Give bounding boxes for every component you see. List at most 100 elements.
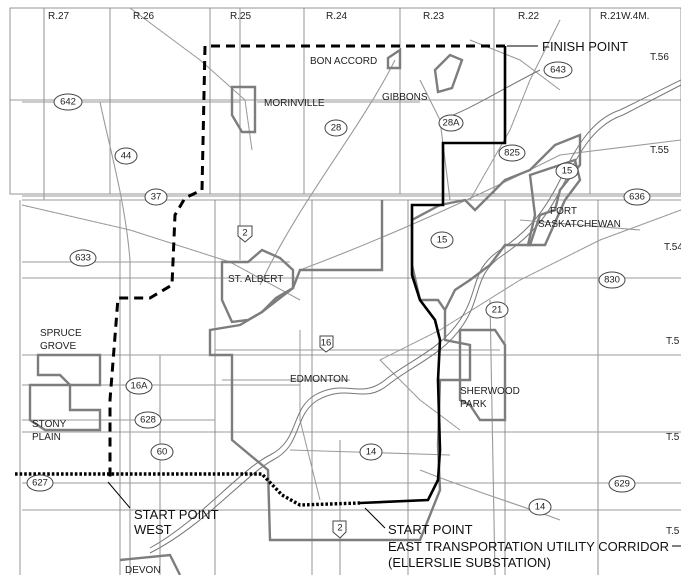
highway-shield-15-south: 15 [430, 231, 454, 249]
finish-point-label: FINISH POINT [542, 39, 628, 54]
highway-shield-825: 825 [498, 144, 526, 162]
highway-shield-633: 633 [69, 249, 97, 267]
edmonton-boundary [208, 133, 582, 542]
railways [21, 7, 681, 501]
highway-shield-44: 44 [114, 147, 138, 165]
svg-text:14: 14 [366, 447, 377, 458]
svg-text:37: 37 [151, 192, 162, 203]
svg-text:633: 633 [75, 253, 91, 264]
gibbons-boundary [433, 53, 464, 94]
svg-text:44: 44 [121, 151, 132, 162]
municipal-boundaries [28, 47, 582, 575]
start-point-label: START POINT [388, 522, 473, 537]
route-start-dotted [15, 472, 361, 507]
svg-text:830: 830 [604, 275, 620, 286]
township-labels: T.56 T.55 T.54 T.5 T.5 T.5 [650, 52, 681, 537]
spruce-grove-boundary [36, 353, 102, 387]
highway-shield-28: 28 [324, 119, 348, 137]
callout-labels: FINISH POINT START POINT WEST START POIN… [134, 39, 669, 570]
highway-shield-16: 16 [319, 335, 334, 353]
svg-text:28A: 28A [443, 118, 461, 129]
place-morinville: MORINVILLE [264, 98, 325, 109]
sherwood-park-boundary [458, 328, 507, 422]
svg-text:2: 2 [242, 228, 247, 239]
route-west-dashed [108, 44, 505, 480]
svg-text:16A: 16A [131, 381, 149, 392]
township-label-t56: T.56 [650, 52, 669, 63]
svg-text:627: 627 [32, 478, 48, 489]
substation-label: (ELLERSLIE SUBSTATION) [388, 555, 551, 570]
place-fort-saskatchewan-line1: FORT [550, 206, 577, 217]
svg-text:14: 14 [535, 502, 546, 513]
svg-text:21: 21 [492, 305, 503, 316]
start-point-west-label-line2: WEST [134, 522, 172, 537]
highway-shield-629: 629 [608, 475, 636, 493]
place-edmonton: EDMONTON [290, 374, 348, 385]
township-label-t52: T.5 [666, 432, 680, 443]
place-spruce-grove-line2: GROVE [40, 341, 76, 352]
highway-shield-636: 636 [623, 188, 651, 206]
highway-shield-2-south: 2 [332, 520, 347, 539]
place-st-albert: ST. ALBERT [228, 274, 283, 285]
place-sherwood-park-line1: SHERWOOD [460, 386, 520, 397]
township-label-t51: T.5 [666, 526, 680, 537]
highway-shield-627: 627 [26, 474, 54, 492]
range-label-r25: R.25 [230, 11, 252, 22]
svg-text:15: 15 [562, 166, 573, 177]
svg-text:628: 628 [140, 415, 156, 426]
place-sherwood-park-line2: PARK [460, 399, 487, 410]
bon-accord-boundary [386, 47, 402, 70]
svg-text:643: 643 [550, 65, 566, 76]
range-label-r21: R.21W.4M. [600, 11, 649, 22]
highway-shield-642: 642 [53, 93, 83, 111]
place-devon: DEVON [125, 565, 161, 575]
highway-shield-37: 37 [144, 188, 168, 206]
highway-shield-15-north: 15 [555, 162, 579, 180]
place-bon-accord: BON ACCORD [310, 56, 377, 67]
st-albert-boundary [220, 248, 295, 324]
place-stony-plain-line1: STONY [32, 419, 67, 430]
morinville-boundary [230, 85, 257, 134]
devon-boundary [119, 553, 182, 575]
range-label-r27: R.27 [48, 11, 70, 22]
north-saskatchewan-river [149, 69, 681, 554]
township-label-t53: T.5 [666, 336, 680, 347]
route-east-solid [359, 46, 507, 505]
start-point-west-label-line1: START POINT [134, 507, 219, 522]
svg-text:2: 2 [337, 523, 342, 534]
range-label-r24: R.24 [326, 11, 348, 22]
highway-shield-643: 643 [543, 61, 573, 79]
highway-shield-14-east: 14 [359, 443, 383, 461]
corridor-label: EAST TRANSPORTATION UTILITY CORRIDOR [388, 539, 669, 554]
survey-grid [9, 7, 681, 575]
svg-text:60: 60 [157, 447, 168, 458]
range-label-r22: R.22 [518, 11, 540, 22]
range-label-r23: R.23 [423, 11, 445, 22]
svg-text:642: 642 [60, 97, 76, 108]
highway-shield-60: 60 [150, 443, 174, 461]
place-stony-plain-line2: PLAIN [32, 432, 61, 443]
township-label-t55: T.55 [650, 145, 669, 156]
svg-text:636: 636 [629, 192, 645, 203]
township-label-t54: T.54 [664, 242, 681, 253]
svg-text:629: 629 [614, 479, 630, 490]
highway-shield-16a: 16A [125, 377, 153, 395]
place-spruce-grove-line1: SPRUCE [40, 328, 82, 339]
svg-text:28: 28 [331, 123, 342, 134]
highway-shield-28a: 28A [438, 114, 464, 132]
range-label-r26: R.26 [133, 11, 155, 22]
range-labels: R.27 R.26 R.25 R.24 R.23 R.22 R.21W.4M. [48, 11, 649, 22]
callout-leaders [107, 45, 681, 547]
place-gibbons: GIBBONS [382, 92, 428, 103]
highway-shields: 643 642 28 28A 825 15 636 44 [26, 61, 651, 539]
highway-shield-21: 21 [485, 301, 509, 319]
svg-text:825: 825 [504, 148, 520, 159]
highway-shield-830: 830 [598, 271, 626, 289]
place-labels: BON ACCORD MORINVILLE GIBBONS FORT SASKA… [32, 56, 621, 575]
place-fort-saskatchewan-line2: SASKATCHEWAN [538, 219, 621, 230]
highway-shield-628: 628 [134, 411, 162, 429]
highway-shield-14-south: 14 [528, 498, 552, 516]
fort-saskatchewan-boundary [526, 158, 582, 247]
stony-plain-boundary [28, 383, 102, 432]
